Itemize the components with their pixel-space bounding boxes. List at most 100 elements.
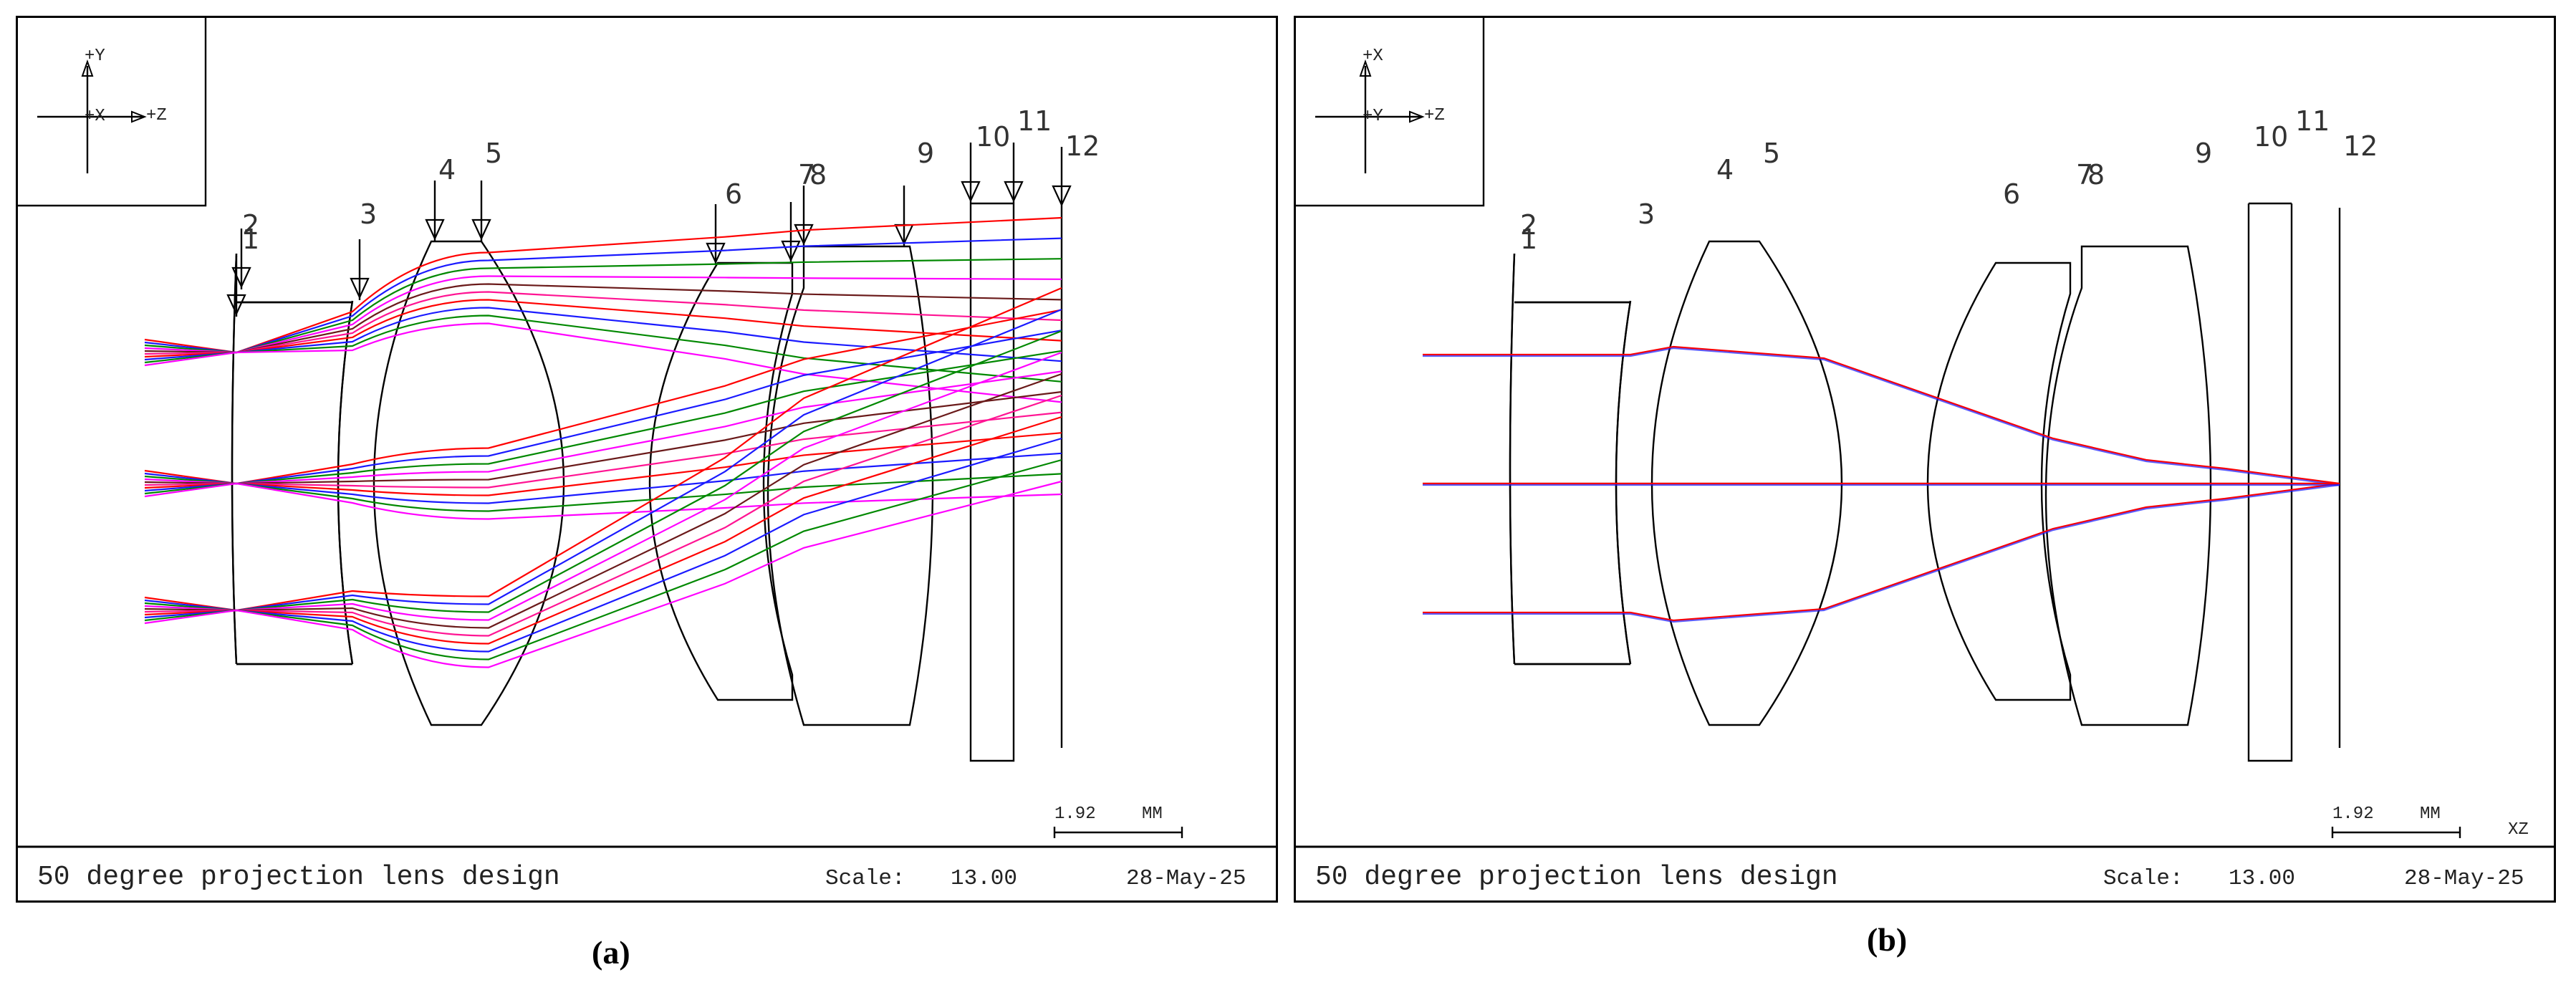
stop-marker-icon-1	[226, 294, 246, 316]
surface-1-2-profile	[1509, 253, 1516, 665]
surface-label-9: 9	[917, 138, 934, 169]
footer-date: 28-May-25	[2404, 866, 2524, 891]
surface-3-profile	[337, 300, 354, 665]
caption-a: (a)	[592, 934, 630, 971]
view-label: XZ	[2508, 820, 2529, 840]
surface-label-6: 6	[725, 178, 742, 210]
vertical-axis-label: +Y	[85, 47, 105, 66]
vertical-arrow-icon	[1359, 59, 1372, 77]
surface-1-2-profile	[231, 253, 238, 665]
horizontal-arrow-icon	[131, 110, 147, 123]
ray-field1-1	[144, 216, 1062, 354]
surface-label-6: 6	[2003, 178, 2020, 210]
lens-element-8-9	[2044, 245, 2212, 726]
surface-label-11: 11	[2295, 105, 2330, 137]
axial-ray-blue-2	[1423, 484, 2340, 623]
surface-label-8: 8	[809, 159, 827, 191]
horizontal-axis-label: +Z	[146, 106, 167, 125]
footer-date: 28-May-25	[1126, 866, 1246, 891]
ray-field2-10	[144, 482, 1062, 520]
ray-field1-3	[144, 258, 1062, 354]
footer-scale-value: 13.00	[2229, 866, 2295, 891]
stop-marker-icon-10	[961, 181, 981, 203]
footer-title: 50 degree projection lens design	[37, 862, 560, 893]
surface-label-2: 2	[242, 209, 259, 241]
panel-frame	[1294, 16, 2556, 903]
stop-marker-icon-7	[781, 240, 801, 262]
ray-field2-7	[144, 432, 1062, 496]
scale-bar-line	[1053, 827, 1183, 838]
surface-label-1: 1	[242, 224, 259, 255]
ray-field1-6	[144, 291, 1062, 355]
surface-label-1: 1	[1520, 224, 1537, 255]
surface-label-2: 2	[1520, 209, 1537, 241]
plate-10-11	[969, 203, 1015, 762]
scale-bar-value: 1.92	[1054, 804, 1096, 824]
lens-element-8-9	[766, 245, 934, 726]
stop-marker-icon-4	[425, 218, 445, 241]
ray-field2-1	[144, 309, 1062, 485]
ray-field3-8	[144, 437, 1062, 653]
ray-field1-2	[144, 237, 1062, 354]
lens-element-6-7	[1926, 261, 2072, 701]
lens-element-4-5	[373, 240, 565, 726]
lens-element-1-2-edges	[1514, 301, 1630, 666]
footer-scale-label: Scale:	[825, 866, 905, 891]
ray-field1-7	[144, 299, 1062, 358]
stop-marker-icon-11	[1004, 181, 1024, 203]
caption-b: (b)	[1867, 921, 1908, 958]
ray-field2-6	[144, 411, 1062, 489]
lens-element-6-7	[648, 261, 794, 701]
ray-field2-3	[144, 350, 1062, 485]
surface-label-7: 7	[2076, 159, 2093, 191]
ray-field3-1	[144, 287, 1062, 612]
scale-bar-line	[2331, 827, 2461, 838]
ray-field3-4	[144, 351, 1062, 621]
surface-label-4: 4	[1716, 154, 1734, 186]
surface-label-10: 10	[2254, 121, 2288, 153]
ray-field2-9	[144, 473, 1062, 512]
plate-10-11	[2247, 203, 2293, 762]
axial-ray-2	[1423, 482, 2340, 622]
scale-bar-unit: MM	[1142, 804, 1163, 824]
panel-frame	[16, 16, 1278, 903]
ray-field3-2	[144, 308, 1062, 612]
vertical-axis-label: +X	[1363, 47, 1383, 66]
surface-label-8: 8	[2087, 159, 2105, 191]
stop-marker-icon-6	[706, 242, 726, 264]
ray-field3-6	[144, 394, 1062, 637]
horizontal-axis-label: +Z	[1424, 106, 1445, 125]
ray-field2-8	[144, 452, 1062, 504]
ray-field3-9	[144, 458, 1062, 660]
surface-label-4: 4	[438, 154, 456, 186]
ray-field2-4	[144, 370, 1062, 485]
scale-bar-value: 1.92	[2332, 804, 2374, 824]
lens-element-4-5	[1650, 240, 1843, 726]
stop-marker-icon-3	[350, 277, 370, 299]
stop-marker-icon-8	[794, 224, 814, 246]
ray-field3-5	[144, 373, 1062, 629]
stop-marker-icon-2	[231, 266, 251, 289]
ray-field3-7	[144, 415, 1062, 645]
footer-title: 50 degree projection lens design	[1315, 862, 1838, 893]
lens-element-1-2	[1509, 253, 1632, 666]
surface-label-12: 12	[1065, 130, 1100, 162]
out-of-plane-axis-label: +Y	[1363, 107, 1383, 126]
ray-field1-10	[144, 322, 1062, 403]
stop-marker-icon-12	[1052, 185, 1072, 207]
ray-field1-9	[144, 314, 1062, 383]
axis-triad-box	[1294, 16, 1485, 207]
surface-label-7: 7	[798, 159, 815, 191]
axis-triad-box	[16, 16, 207, 207]
ray-field2-2	[144, 330, 1062, 485]
ray-field1-4	[144, 275, 1062, 354]
axial-ray-1	[1423, 345, 2340, 485]
footer-scale-label: Scale:	[2103, 866, 2183, 891]
ray-field2-5	[144, 390, 1062, 485]
surface-label-12: 12	[2343, 130, 2378, 162]
ray-field1-5	[144, 283, 1062, 354]
surface-label-11: 11	[1017, 105, 1052, 137]
